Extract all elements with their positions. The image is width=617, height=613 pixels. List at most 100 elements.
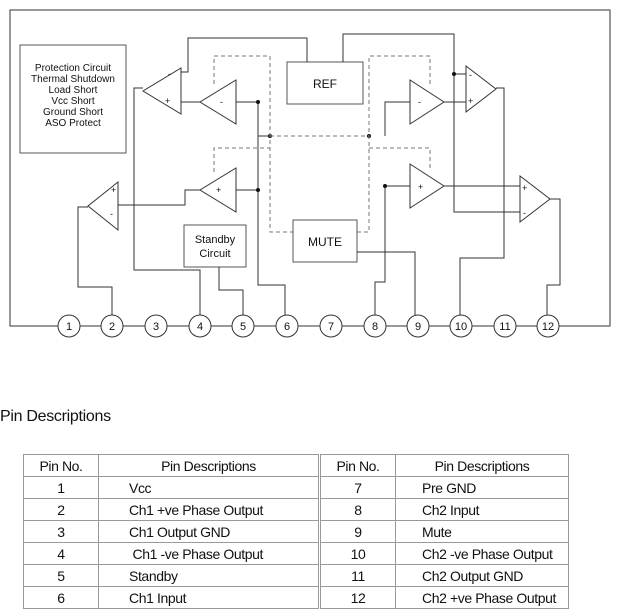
amp-ch1-top-inner: [199, 79, 237, 125]
plus-sign: +: [522, 183, 527, 193]
table-row: 4 Ch1 -ve Phase Output 10 Ch2 -ve Phase …: [23, 542, 569, 565]
pin-desc-cell: Ch1 -ve Phase Output: [98, 542, 320, 565]
amp-ch2-lower-inner: [409, 163, 445, 209]
pin-no-cell: 8: [318, 498, 396, 521]
pin-no-cell: 4: [23, 542, 99, 565]
pin-desc-cell: Mute: [395, 520, 569, 543]
protection-circuit-block: Protection Circuit Thermal Shutdown Load…: [19, 44, 127, 154]
minus-sign: -: [110, 209, 113, 219]
pin-description-table: Pin No. Pin Descriptions Pin No. Pin Des…: [23, 454, 569, 609]
minus-sign: -: [469, 70, 472, 80]
pin-number: 5: [240, 321, 246, 333]
pin-no-cell: 10: [318, 542, 396, 565]
pin-8: 8: [363, 314, 387, 338]
minus-sign: -: [418, 97, 421, 107]
pin-5: 5: [231, 314, 255, 338]
pin-desc-cell: Ch2 -ve Phase Output: [395, 542, 569, 565]
amp-ch2-top-inner: [409, 79, 445, 125]
pin-desc-cell: Ch1 +ve Phase Output: [98, 498, 320, 521]
section-title: Pin Descriptions: [0, 408, 111, 425]
table-row: 2 Ch1 +ve Phase Output 8 Ch2 Input: [23, 498, 569, 521]
mute-label: MUTE: [308, 235, 342, 249]
amp-ch1-top-outer: [142, 67, 182, 115]
table-row: 1 Vcc 7 Pre GND: [23, 476, 569, 499]
pin-number: 7: [328, 321, 334, 333]
pin-no-cell: 7: [318, 476, 396, 499]
mute-block: MUTE: [292, 219, 358, 263]
minus-sign: -: [168, 69, 171, 79]
table-header-row: Pin No. Pin Descriptions Pin No. Pin Des…: [23, 454, 569, 477]
pin-no-cell: 9: [318, 520, 396, 543]
pin-number: 10: [455, 321, 467, 333]
pin-2: 2: [100, 314, 124, 338]
pin-desc-cell: Ch2 +ve Phase Output: [395, 586, 569, 609]
pin-desc-cell: Standby: [98, 564, 320, 587]
pin-desc-cell: Ch2 Input: [395, 498, 569, 521]
pin-desc-cell: Ch1 Input: [98, 586, 320, 609]
pin-no-cell: 11: [318, 564, 396, 587]
standby-line: Circuit: [199, 248, 230, 260]
col-header-pin-desc: Pin Descriptions: [98, 454, 320, 477]
pin-desc-cell: Ch2 Output GND: [395, 564, 569, 587]
amp-ch1-lower-outer: [87, 180, 119, 232]
plus-sign: +: [418, 182, 423, 192]
protection-line: Ground Short: [43, 107, 103, 118]
pin-1: 1: [57, 314, 81, 338]
pin-no-cell: 3: [23, 520, 99, 543]
pin-number: 8: [372, 321, 378, 333]
standby-circuit-block: Standby Circuit: [183, 224, 247, 268]
pin-number: 3: [153, 321, 159, 333]
protection-line: ASO Protect: [45, 118, 101, 129]
col-header-pin-no: Pin No.: [23, 454, 99, 477]
dashed-feedback: [213, 55, 431, 233]
minus-sign: -: [220, 97, 223, 107]
table-row: 6 Ch1 Input 12 Ch2 +ve Phase Output: [23, 586, 569, 609]
pin-number: 12: [542, 321, 554, 333]
amplifiers: - + - + + - - - + + + -: [87, 64, 551, 232]
plus-sign: +: [216, 185, 221, 195]
pin-no-cell: 5: [23, 564, 99, 587]
pin-number: 2: [109, 321, 115, 333]
protection-line: Thermal Shutdown: [31, 74, 115, 85]
pin-number: 11: [499, 321, 510, 333]
standby-line: Standby: [195, 234, 236, 246]
pin-no-cell: 1: [23, 476, 99, 499]
pin-row: 1 2 3 4 5 6 7 8 9 10 11 12: [10, 314, 610, 338]
table-row: 5 Standby 11 Ch2 Output GND: [23, 564, 569, 587]
pin-6: 6: [275, 314, 299, 338]
ref-block: REF: [286, 61, 364, 105]
minus-sign: -: [523, 208, 526, 218]
plus-sign: +: [165, 96, 170, 106]
pin-3: 3: [144, 314, 168, 338]
pin-number: 4: [197, 321, 203, 333]
protection-line: Vcc Short: [51, 96, 95, 107]
pin-desc-cell: Ch1 Output GND: [98, 520, 320, 543]
plus-sign: +: [111, 185, 116, 195]
pin-4: 4: [188, 314, 212, 338]
ref-label: REF: [313, 77, 337, 91]
wiring: [77, 33, 561, 315]
table-row: 3 Ch1 Output GND 9 Mute: [23, 520, 569, 543]
amp-ch2-lower-outer: [519, 174, 551, 224]
pin-number: 9: [415, 321, 421, 333]
pin-no-cell: 6: [23, 586, 99, 609]
pin-9: 9: [406, 314, 430, 338]
pin-number: 6: [284, 321, 290, 333]
pin-10: 10: [449, 314, 473, 338]
amp-ch2-top-outer: [465, 64, 497, 114]
protection-line: Load Short: [49, 85, 98, 96]
block-diagram: Protection Circuit Thermal Shutdown Load…: [9, 9, 611, 338]
pin-desc-cell: Pre GND: [395, 476, 569, 499]
protection-line: Protection Circuit: [35, 63, 111, 74]
plus-sign: +: [468, 96, 473, 106]
pin-11: 11: [493, 314, 517, 338]
col-header-pin-desc-2: Pin Descriptions: [395, 454, 569, 477]
amp-ch1-lower-inner: [199, 167, 237, 213]
pin-no-cell: 2: [23, 498, 99, 521]
pin-number: 1: [66, 321, 72, 333]
col-header-pin-no-2: Pin No.: [318, 454, 396, 477]
pin-desc-cell: Vcc: [98, 476, 320, 499]
pin-7: 7: [319, 314, 343, 338]
pin-12: 12: [536, 314, 560, 338]
pin-no-cell: 12: [318, 586, 396, 609]
